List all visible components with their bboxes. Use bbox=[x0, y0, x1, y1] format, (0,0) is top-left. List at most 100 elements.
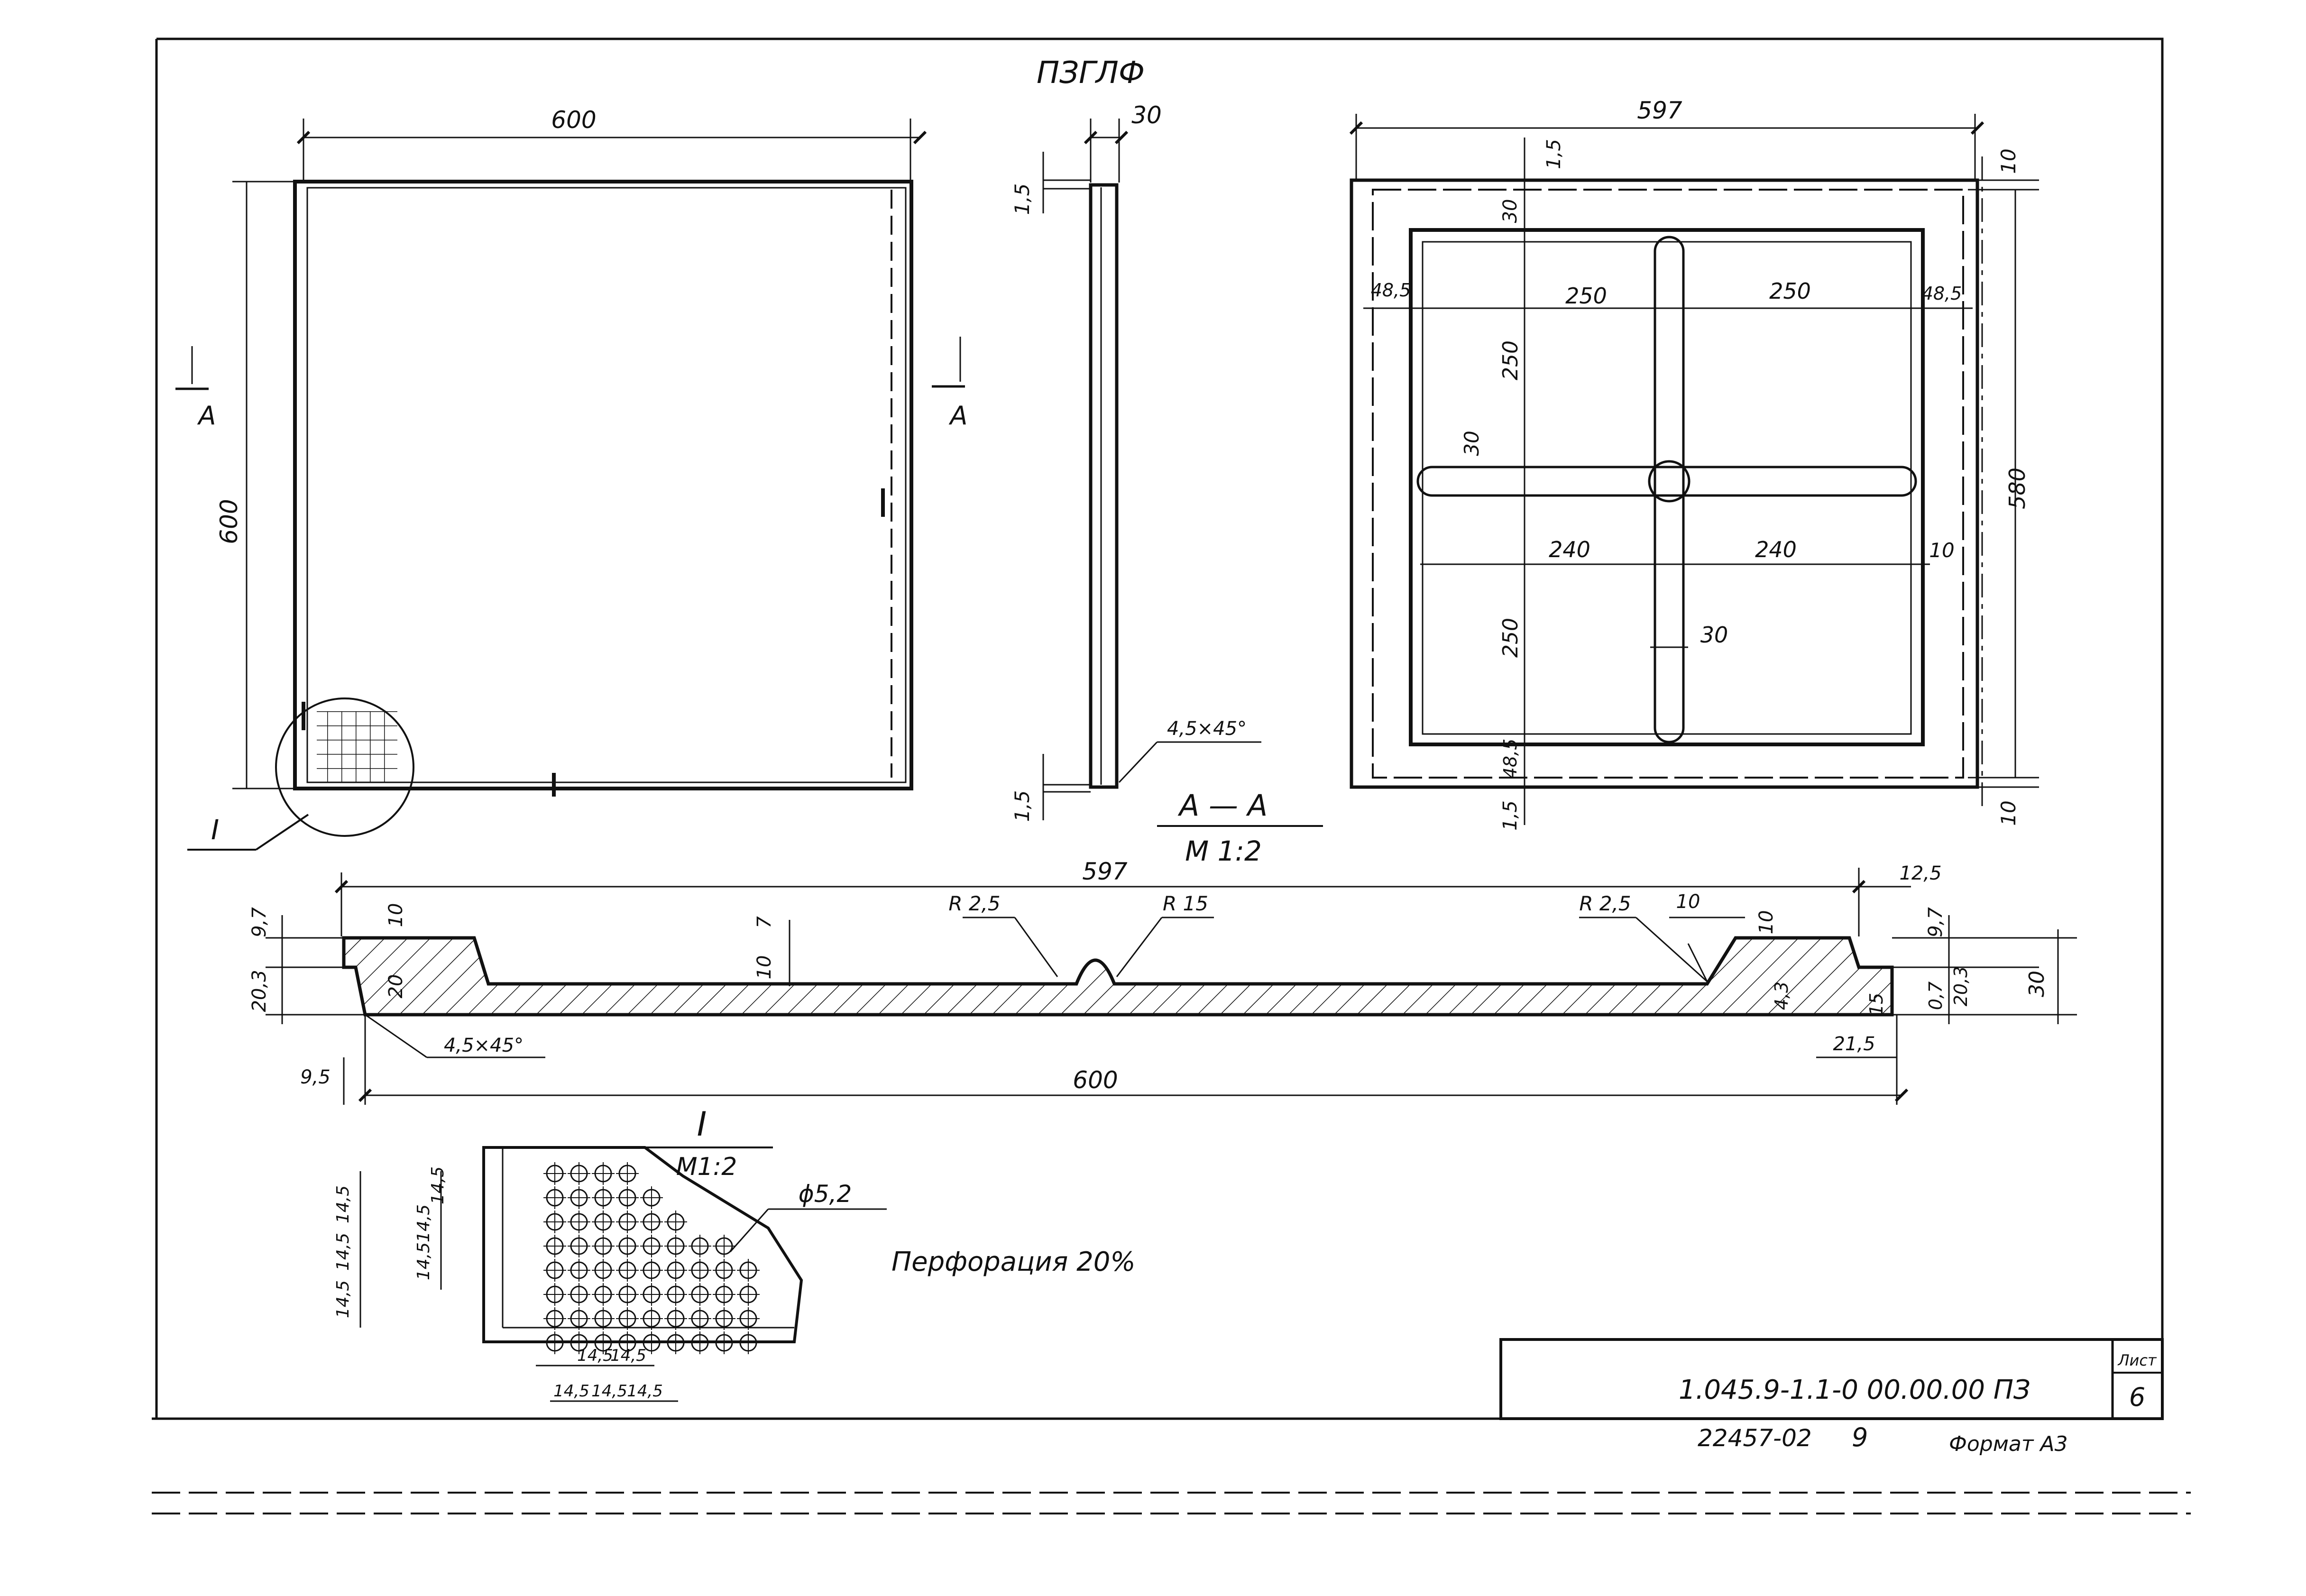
hole-centerline bbox=[689, 1331, 711, 1354]
hole-centerline bbox=[543, 1307, 566, 1330]
detail-outline bbox=[482, 1146, 803, 1343]
cut-mark-right: A bbox=[949, 401, 968, 431]
hole-centerline bbox=[713, 1259, 735, 1282]
stamp-page: 9 bbox=[1852, 1422, 1868, 1452]
detail-circle bbox=[275, 697, 414, 837]
back-rib-bottom: 30 bbox=[1700, 622, 1728, 648]
hole-centerline bbox=[713, 1307, 735, 1330]
horiz-bot-a: 14,5 bbox=[553, 1382, 589, 1401]
back-bottom-side: 48,5 bbox=[1500, 739, 1521, 779]
back-right-gap: 10 bbox=[1929, 539, 1954, 562]
section-right-offset: 12,5 bbox=[1899, 862, 1941, 884]
section-top-length: 597 bbox=[1082, 858, 1128, 885]
horiz-top-a: 14,5 bbox=[577, 1346, 613, 1365]
section-right-rib: 10 bbox=[1755, 910, 1777, 935]
hole-centerline bbox=[664, 1307, 687, 1330]
sheet-number: 6 bbox=[2129, 1382, 2145, 1412]
front-width: 600 bbox=[551, 106, 596, 134]
back-bottom-left-width: 240 bbox=[1549, 537, 1590, 562]
back-top-margin: 1,5 bbox=[1543, 139, 1565, 169]
detail-callout: I bbox=[211, 814, 219, 846]
pitch-inner-b: 14,5 bbox=[414, 1204, 433, 1242]
hole-centerline bbox=[592, 1307, 615, 1330]
section-radius-right: R 2,5 bbox=[1579, 892, 1631, 915]
pitch-outer-a: 14,5 bbox=[333, 1280, 353, 1318]
hole-centerline bbox=[689, 1307, 711, 1330]
hole-centerline bbox=[592, 1235, 615, 1257]
section-right-inner: 10 bbox=[1676, 891, 1700, 913]
back-right-bottom: 10 bbox=[1997, 800, 2020, 826]
hole-centerline bbox=[568, 1162, 590, 1185]
back-frame-top: 30 bbox=[1499, 199, 1521, 223]
section-right-tab: 21,5 bbox=[1833, 1033, 1875, 1055]
pitch-inner-c: 14,5 bbox=[428, 1166, 448, 1204]
section-right-top: 9,7 bbox=[1925, 907, 1947, 937]
hole-centerline bbox=[616, 1211, 639, 1233]
back-view: 597 580 10 10 1,5 30 1,5 48,5 48,5 250 2… bbox=[1349, 97, 2039, 831]
pitch-inner-a: 14,5 bbox=[414, 1242, 433, 1280]
section-left-depth: 20 bbox=[385, 974, 407, 999]
section-right-total: 30 bbox=[2025, 971, 2049, 997]
back-width: 597 bbox=[1637, 97, 1682, 124]
hole-centerline bbox=[568, 1259, 590, 1282]
back-right-side: 48,5 bbox=[1922, 283, 1962, 304]
hole-centerline bbox=[568, 1331, 590, 1354]
section-bottom-length: 600 bbox=[1073, 1066, 1118, 1094]
hole-centerline bbox=[592, 1162, 615, 1185]
back-top-height: 250 bbox=[1498, 340, 1523, 380]
back-rib-top: 30 bbox=[1460, 431, 1483, 456]
hole-centerline bbox=[616, 1162, 639, 1185]
hole-centerline bbox=[616, 1186, 639, 1209]
section-right-step: 15 bbox=[1866, 993, 1887, 1016]
hole-centerline bbox=[737, 1259, 760, 1282]
hole-centerline bbox=[640, 1186, 663, 1209]
hole-centerline bbox=[737, 1331, 760, 1354]
back-bottom-height: 250 bbox=[1498, 618, 1523, 658]
hole-centerline bbox=[568, 1235, 590, 1257]
hole-centerline bbox=[737, 1283, 760, 1306]
cut-line bbox=[152, 1492, 2191, 1514]
hole-centerline bbox=[713, 1331, 735, 1354]
hole-centerline bbox=[543, 1331, 566, 1354]
hole-centerline bbox=[664, 1259, 687, 1282]
sheet-label: Лист bbox=[2117, 1351, 2157, 1369]
side-thickness: 30 bbox=[1131, 101, 1162, 129]
section-right-lower: 20,3 bbox=[1950, 966, 1971, 1007]
side-top-gap: 1,5 bbox=[1011, 183, 1034, 215]
section-scale: M 1:2 bbox=[1185, 835, 1262, 867]
hole-centerline bbox=[689, 1235, 711, 1257]
designation: 1.045.9-1.1-0 00.00.00 ПЗ bbox=[1679, 1375, 2030, 1405]
hole-centerline bbox=[543, 1162, 566, 1185]
perforation-note: Перфорация 20% bbox=[891, 1247, 1136, 1277]
back-bottom-margin: 1,5 bbox=[1499, 800, 1521, 831]
pitch-outer-c: 14,5 bbox=[333, 1185, 353, 1223]
hole-centerline bbox=[664, 1283, 687, 1306]
side-bottom-gap: 1,5 bbox=[1011, 790, 1034, 822]
hole-centerline bbox=[592, 1186, 615, 1209]
hole-centerline bbox=[616, 1259, 639, 1282]
detail-view: I M1:2 ϕ5,2 Перфорация 20% 14,5 14,5 14,… bbox=[333, 1105, 1136, 1402]
hole-centerline bbox=[713, 1235, 735, 1257]
hole-centerline bbox=[689, 1259, 711, 1282]
front-view: I 600 600 A A bbox=[175, 106, 968, 851]
hole-centerline bbox=[568, 1211, 590, 1233]
horiz-bot-b: 14,5 bbox=[591, 1382, 627, 1401]
horiz-top-b: 14,5 bbox=[610, 1346, 646, 1365]
side-chamfer: 4,5×45° bbox=[1167, 718, 1247, 740]
hole-centerline bbox=[640, 1331, 663, 1354]
section-mid-depth: 10 bbox=[753, 955, 775, 980]
hole-centerline bbox=[640, 1235, 663, 1257]
hole-centerline bbox=[592, 1259, 615, 1282]
hole-centerline bbox=[543, 1283, 566, 1306]
section-left-bottom: 20,3 bbox=[248, 970, 270, 1012]
detail-label: I bbox=[697, 1105, 707, 1144]
title-block: 1.045.9-1.1-0 00.00.00 ПЗ Лист 6 22457-0… bbox=[1499, 1338, 2164, 1456]
format-label: Формат А3 bbox=[1949, 1432, 2068, 1456]
sheet-frame bbox=[152, 37, 2164, 1420]
section-radius-left: R 2,5 bbox=[948, 892, 1000, 915]
cut-mark-left: A bbox=[197, 401, 216, 431]
side-view: 30 1,5 1,5 4,5×45° bbox=[1011, 101, 1261, 822]
section-right-gap: 0,7 bbox=[1925, 981, 1946, 1010]
section-radius-center: R 15 bbox=[1163, 892, 1208, 915]
